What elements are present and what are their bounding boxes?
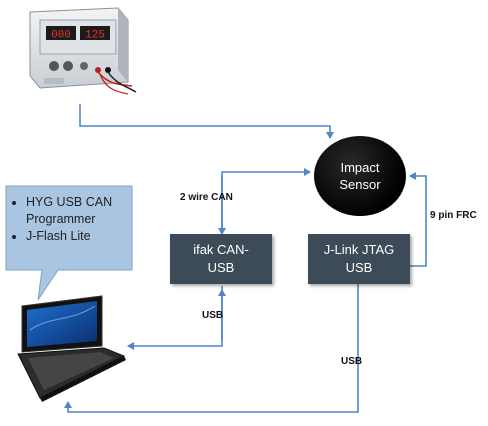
- current-readout: 125: [85, 30, 105, 42]
- impact-sensor-label-line2: Sensor: [339, 177, 381, 192]
- jlink-usb-label: USB: [341, 356, 363, 367]
- current-display-icon: [80, 26, 110, 40]
- ifak-can-usb-box: ifak CAN- USB: [170, 234, 272, 284]
- callout-item-jflash: J-Flash Lite: [26, 228, 130, 245]
- ifak-box-label-line1: ifak CAN-: [193, 242, 249, 257]
- callout-bubble: [5, 185, 133, 301]
- jlink-usb-connector: [64, 284, 359, 413]
- impact-sensor-node: Impact Sensor: [314, 136, 406, 216]
- can-bus-connector: [221, 168, 311, 234]
- two-wire-can-label: 2 wire CAN: [180, 192, 233, 203]
- voltage-readout: 000: [51, 30, 71, 42]
- frc-connector: [409, 172, 427, 267]
- nine-pin-frc-label: 9 pin FRC: [430, 210, 477, 221]
- jlink-jtag-usb-box: J-Link JTAG USB: [308, 234, 410, 284]
- callout-item-programmer: HYG USB CAN Programmer: [26, 194, 130, 228]
- jlink-box-label-line2: USB: [345, 260, 373, 275]
- voltage-display-icon: [46, 26, 76, 40]
- laptop-icon: [17, 295, 126, 402]
- impact-sensor-label-line1: Impact: [340, 160, 380, 175]
- power-supply-to-sensor-connector: [79, 104, 334, 139]
- jlink-box-label-line1: J-Link JTAG: [323, 242, 395, 257]
- power-supply-icon: [29, 7, 137, 95]
- callout-text: HYG USB CAN Programmer J-Flash Lite: [12, 194, 130, 245]
- ifak-usb-label: USB: [202, 310, 224, 321]
- callout-list: HYG USB CAN Programmer J-Flash Lite: [12, 194, 130, 245]
- ifak-box-label-line2: USB: [207, 260, 235, 275]
